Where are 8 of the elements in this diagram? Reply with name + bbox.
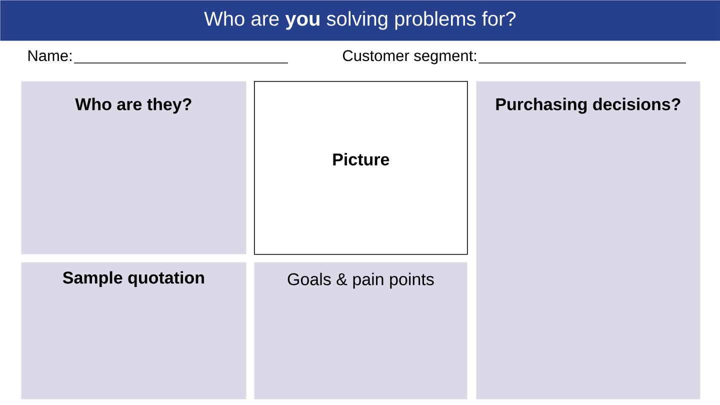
field-label: Customer segment:	[343, 50, 476, 64]
field-label: Name:	[28, 50, 72, 62]
answer-box: Goals & pain points	[254, 262, 468, 400]
answer-box: Who are they?	[21, 81, 246, 254]
answer-box: Purchasing decisions?	[476, 81, 700, 400]
answer-box: Sample quotation	[21, 262, 246, 400]
title-banner: Who are you solving problems for?	[0, 0, 720, 41]
picture-box: Picture	[254, 81, 468, 255]
